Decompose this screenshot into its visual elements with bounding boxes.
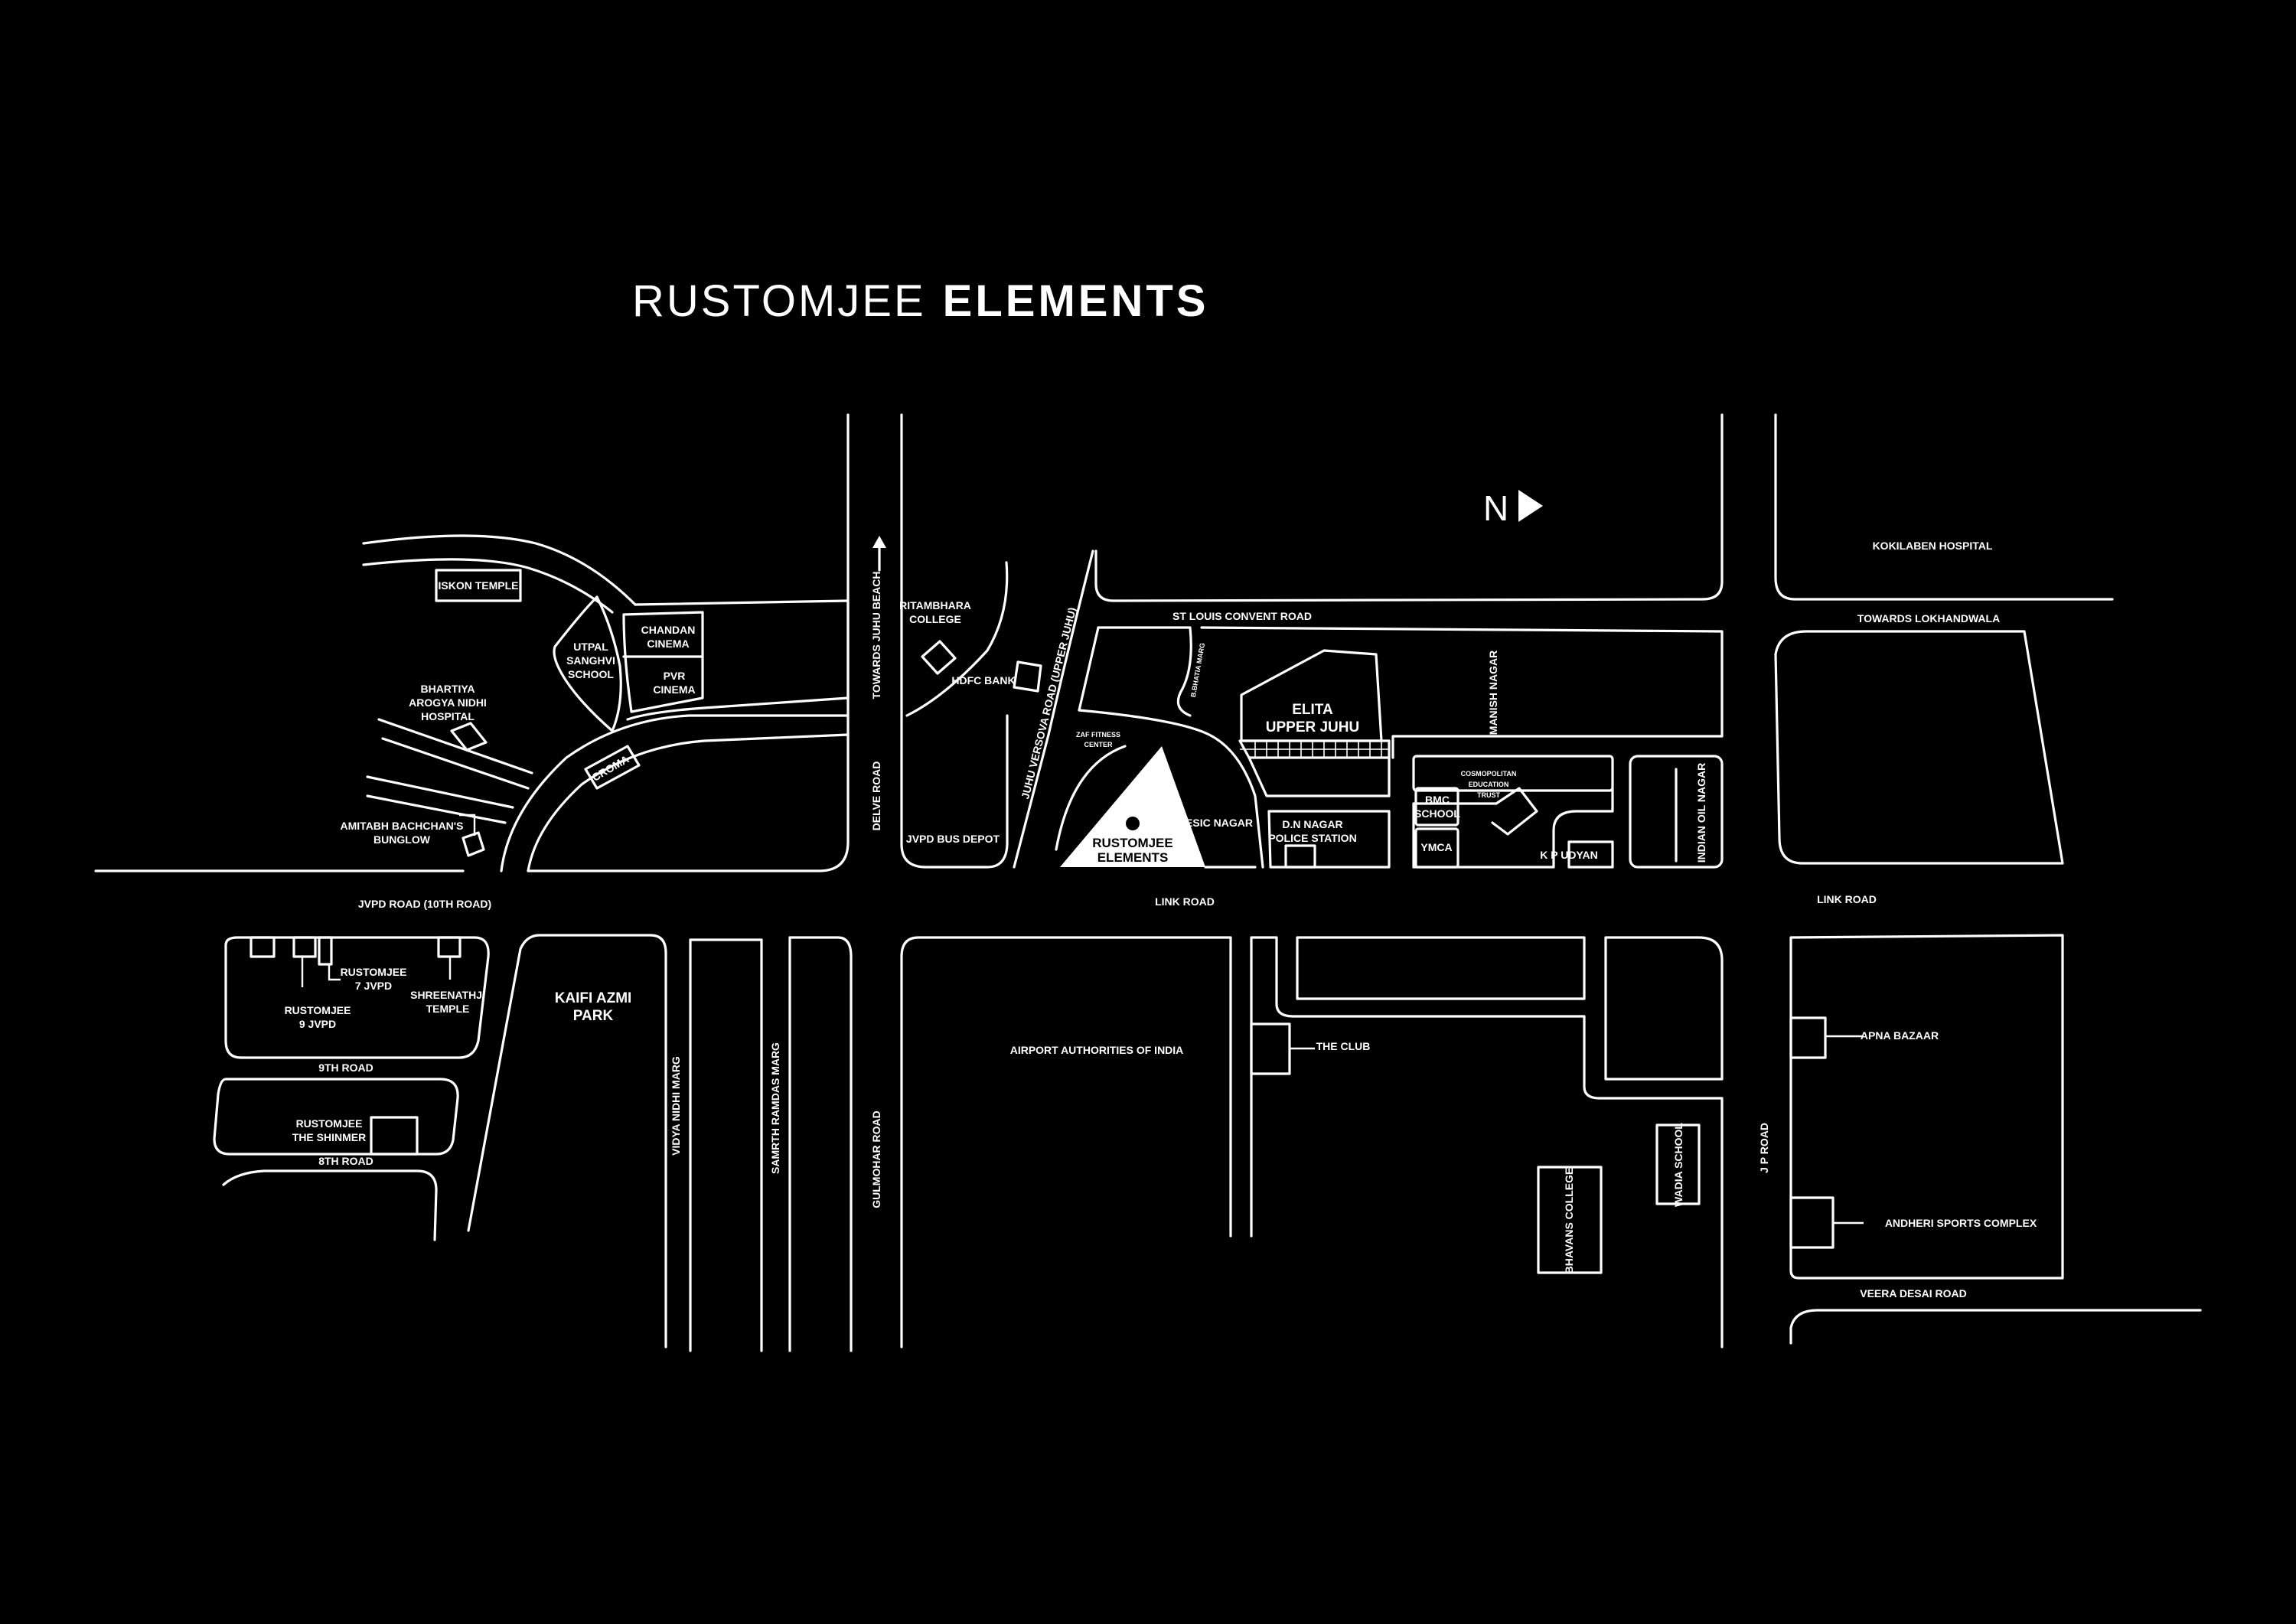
road-label-jp: J P ROAD <box>1758 1123 1770 1173</box>
croma-box <box>584 745 641 790</box>
place-kokilaben: KOKILABEN HOSPITAL <box>1873 540 1993 552</box>
iskon-temple-box <box>435 569 522 602</box>
arrow-up-icon <box>872 536 886 572</box>
project-name-line2: ELEMENTS <box>1097 850 1169 865</box>
road-label-link-right: LINK ROAD <box>1817 893 1877 905</box>
place-kp-udyan: K P UDYAN <box>1540 849 1597 861</box>
place-the-club: THE CLUB <box>1316 1040 1371 1052</box>
road-label-samrth: SAMRTH RAMDAS MARG <box>769 1042 781 1174</box>
road-label-manish-nagar: MANISH NAGAR <box>1487 651 1499 735</box>
project-pin-icon <box>1126 817 1140 830</box>
place-airport-authorities: AIRPORT AUTHORITIES OF INDIA <box>1010 1044 1184 1056</box>
road-label-st-louis: ST LOUIS CONVENT ROAD <box>1172 610 1312 622</box>
project-site-marker <box>1060 746 1205 867</box>
place-iskon-temple: ISKON TEMPLE <box>438 579 518 592</box>
road-label-towards-juhu: TOWARDS JUHU BEACH <box>870 572 882 699</box>
road-label-indian-oil: INDIAN OIL NAGAR <box>1695 763 1707 863</box>
road-label-9th: 9TH ROAD <box>318 1061 373 1074</box>
road-network <box>94 413 2202 1352</box>
place-jvpd-bus-depot: JVPD BUS DEPOT <box>906 833 1000 845</box>
road-label-vidya-nidhi: VIDYA NIDHI MARG <box>670 1056 682 1156</box>
place-apna-bazaar: APNA BAZAAR <box>1861 1029 1939 1042</box>
place-hdfc-bank: HDFC BANK <box>951 674 1015 686</box>
place-wadia-school: WADIA SCHOOL <box>1672 1123 1684 1207</box>
project-name-line1: RUSTOMJEE <box>1092 836 1173 850</box>
place-ymca: YMCA <box>1420 841 1452 853</box>
road-label-8th: 8TH ROAD <box>318 1155 373 1167</box>
road-label-jvpd: JVPD ROAD (10TH ROAD) <box>358 898 491 910</box>
road-label-link-center: LINK ROAD <box>1155 895 1215 908</box>
place-esic-nagar: ESIC NAGAR <box>1186 817 1253 829</box>
footbridge-hatch <box>1240 741 1389 758</box>
place-bhavans-college: BHAVANS COLLEGE <box>1563 1168 1575 1274</box>
north-arrow-icon <box>1518 490 1543 522</box>
road-label-delve: DELVE ROAD <box>870 761 882 831</box>
road-label-veera-desai: VEERA DESAI ROAD <box>1860 1287 1967 1300</box>
place-andheri-sports-complex: ANDHERI SPORTS COMPLEX <box>1885 1217 2037 1229</box>
road-label-towards-lokhandwala: TOWARDS LOKHANDWALA <box>1857 612 2000 624</box>
north-label: N <box>1483 488 1508 528</box>
road-label-gulmohar: GULMOHAR ROAD <box>870 1110 882 1208</box>
